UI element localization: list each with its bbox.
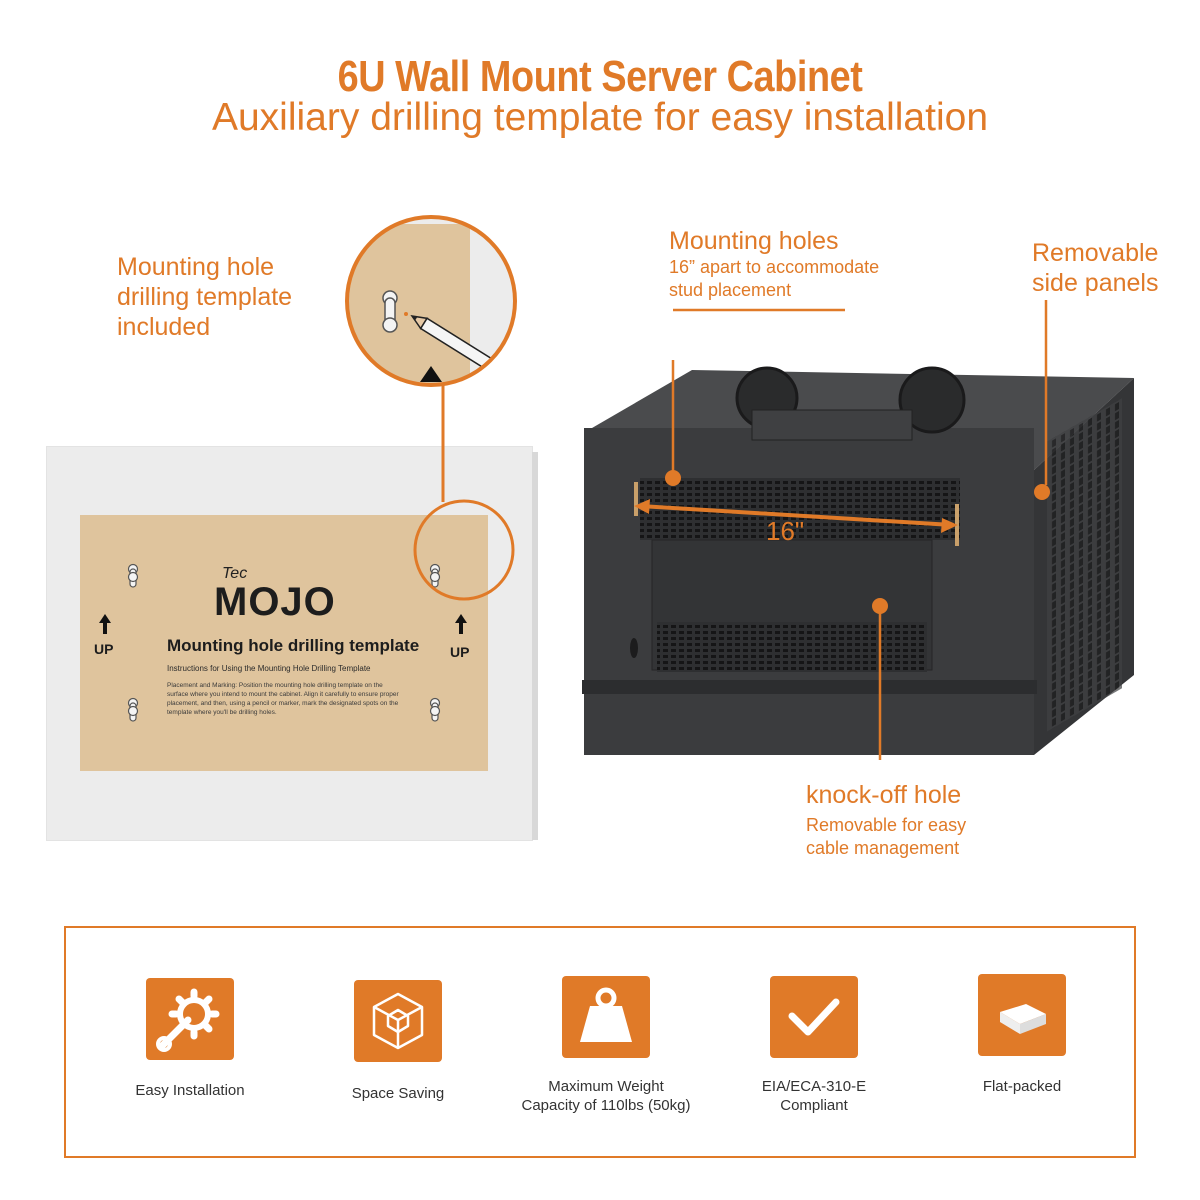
feature-eia-compliant: EIA/ECA-310-E Compliant: [734, 1077, 894, 1115]
gear-wrench-icon: [146, 978, 234, 1060]
mounting-holes-line1: 16” apart to accommodate: [669, 257, 880, 277]
knockoff-line1: Removable for easy: [806, 815, 967, 835]
template-instructions: Placement and Marking: Position the moun…: [167, 682, 399, 716]
feature-max-weight-line1: Maximum Weight: [548, 1078, 664, 1095]
up-label-right: UP: [450, 644, 470, 660]
zoom-callout: [345, 215, 517, 601]
page-title: 6U Wall Mount Server Cabinet: [337, 52, 863, 101]
weight-icon: [562, 976, 650, 1058]
knockoff-line2: cable management: [806, 838, 960, 858]
up-label-left: UP: [94, 641, 114, 657]
dimension-label: 16": [766, 516, 805, 546]
brand-logo: MOJO: [214, 580, 336, 624]
up-arrow-icon: [455, 614, 467, 634]
template-subheading: Instructions for Using the Mounting Hole…: [167, 664, 371, 673]
template-callout: Mounting hole drilling template included: [117, 252, 292, 342]
feature-max-weight-line2: Capacity of 110lbs (50kg): [521, 1097, 691, 1114]
template-callout-line1: Mounting hole: [117, 253, 275, 281]
feature-eia-line1: EIA/ECA-310-E: [761, 1078, 867, 1095]
feature-eia-line2: Compliant: [780, 1097, 848, 1114]
keyhole-icon: [429, 697, 441, 722]
callout-leaders: [673, 300, 1048, 485]
mounting-hole-icon: [634, 482, 638, 516]
template-keyholes: [99, 563, 467, 722]
side-panels-callout: Removable side panels: [1032, 238, 1158, 298]
template-heading: Mounting hole drilling template: [167, 636, 420, 655]
box-icon: [978, 974, 1066, 1056]
keyhole-icon: [127, 697, 139, 722]
mounting-holes-title: Mounting holes: [669, 227, 839, 255]
side-panels-line2: side panels: [1032, 269, 1159, 297]
template-callout-line2: drilling template: [117, 283, 293, 311]
template-callout-line3: included: [117, 313, 211, 341]
mounting-holes-line2: stud placement: [669, 280, 792, 300]
up-arrow-icon: [99, 614, 111, 634]
knockoff-callout: knock-off hole Removable for easy cable …: [806, 780, 966, 860]
pencil-icon: [410, 314, 505, 378]
knockoff-title: knock-off hole: [806, 781, 962, 809]
board-edge: [532, 452, 538, 840]
page-subtitle: Auxiliary drilling template for easy ins…: [211, 96, 989, 139]
drilling-template-paper: [80, 515, 488, 771]
side-panels-line1: Removable: [1032, 239, 1159, 267]
feature-max-weight: Maximum Weight Capacity of 110lbs (50kg): [506, 1077, 706, 1115]
features-panel: [64, 926, 1136, 1158]
keyhole-icon: [127, 563, 139, 588]
server-cabinet-image: [582, 360, 1134, 760]
feature-easy-installation: Easy Installation: [135, 1082, 245, 1099]
feature-space-saving: Space Saving: [351, 1085, 445, 1102]
feature-flat-packed: Flat-packed: [982, 1078, 1062, 1095]
knockoff-hole-icon: [630, 638, 638, 658]
logo-small-text: Tec: [222, 565, 248, 582]
mounting-holes-callout: Mounting holes 16” apart to accommodate …: [669, 226, 879, 302]
up-arrow-zoom-icon: [420, 366, 442, 382]
keyhole-icon: [429, 563, 441, 588]
cube-icon: [354, 980, 442, 1062]
keyhole-zoom-icon: [382, 290, 398, 333]
checkmark-icon: [770, 976, 858, 1058]
